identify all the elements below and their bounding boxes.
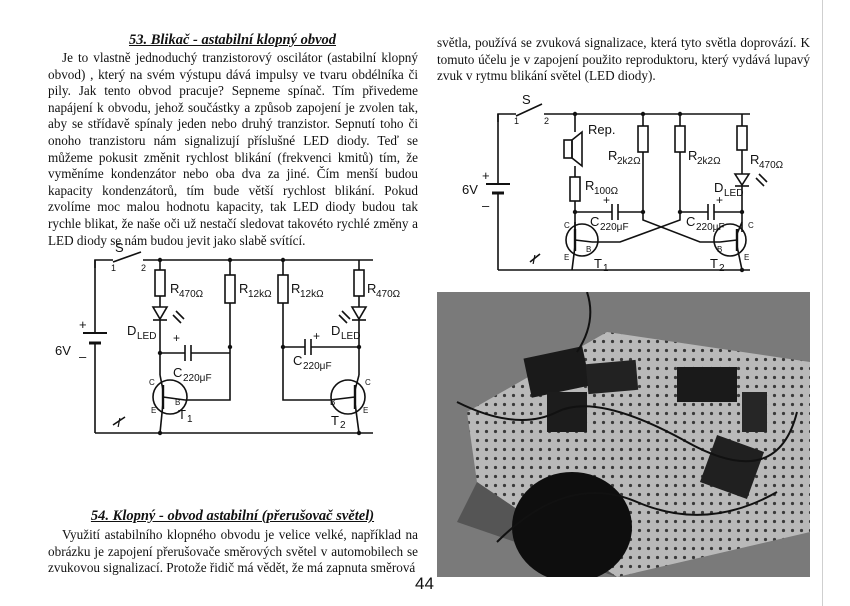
c2-label: C [293,353,302,368]
r3-label-2: R [688,148,697,163]
c1-label: C [173,365,182,380]
battery-voltage: 6V [55,343,71,358]
t1-pin-e-2: E [564,253,569,262]
r2-value-2: 2k2Ω [617,156,641,167]
turn-signal-circuit-diagram: S 1 2 Rep. R 100Ω R 2k2Ω R 2k2Ω R 470Ω D… [462,92,784,274]
c2-plus-2: + [716,193,723,207]
led2-label: D [331,323,340,338]
r3-value: 12kΩ [300,289,324,300]
t1-pin-b-2: B [586,245,591,254]
r1-label: R [170,281,179,296]
t1-label: T [178,407,186,422]
speaker-label: Rep. [588,122,615,137]
t1-label-2: T [594,256,602,271]
c2-value-2: 220μF [696,222,725,233]
c2-plus: + [313,329,320,343]
t2-label-2: T [710,256,718,271]
c1-label-2: C [590,214,599,229]
led-type-2: LED [724,188,743,199]
switch-lever [112,251,142,263]
r4-label: R [367,281,376,296]
r3-value-2: 2k2Ω [697,156,721,167]
section-53-title: 53. Blikač - astabilní klopný obvod [128,32,337,48]
t2-pin-c: C [365,378,371,387]
led2-type: LED [341,331,360,342]
t2-pin-b: B [330,398,335,407]
switch-pin1: 1 [111,263,116,273]
t1-index: 1 [187,414,193,425]
page-number: 44 [415,574,434,593]
battery-plus: + [79,317,87,332]
switch-label: S [115,240,124,255]
led-label-2: D [714,180,723,195]
blinker-circuit-diagram: S 1 2 R 470Ω R 12kΩ R 12kΩ R 470Ω D LED … [55,240,400,436]
c1-plus-2: + [603,193,610,207]
r2-label: R [239,281,248,296]
r4-value: 470Ω [376,289,400,300]
t1-pin-e: E [151,406,156,415]
right-column-body: světla, používá se zvuková signalizace, … [437,35,810,85]
t2-label: T [331,413,339,428]
led1-label: D [127,323,136,338]
page-edge-shadow [822,0,823,606]
switch2-pin2: 2 [544,116,549,126]
switch2-pin1: 1 [514,116,519,126]
r4-label-2: R [750,152,759,167]
r-speaker-label: R [585,178,594,193]
t1-pin-c-2: C [564,221,570,230]
r3-label: R [291,281,300,296]
r4-value-2: 470Ω [759,160,784,171]
c2-label-2: C [686,214,695,229]
t2-pin-b-2: B [717,245,722,254]
c1-value: 220μF [183,373,212,384]
t2-pin-e: E [363,406,368,415]
current-label: I [117,415,121,430]
battery-plus-2: + [482,168,490,183]
right-column-paragraph: světla, používá se zvuková signalizace, … [437,35,810,84]
c2-value: 220μF [303,361,332,372]
battery-minus-2: – [482,198,490,213]
t2-pin-e-2: E [744,253,749,262]
battery-voltage-2: 6V [462,182,478,197]
section-54-paragraph: Využití astabilního klopného obvodu je v… [48,527,418,576]
r2-value: 12kΩ [248,289,272,300]
r2-label-2: R [608,148,617,163]
led1-type: LED [137,331,156,342]
battery-minus: – [79,349,87,364]
kit-assembly-photo [437,292,810,577]
t1-pin-c: C [149,378,155,387]
switch-pin2: 2 [141,263,146,273]
t2-index-2: 2 [719,263,725,274]
section-53-body: Je to vlastně jednoduchý tranzistorový o… [48,50,418,249]
t2-index: 2 [340,420,346,431]
section-54-body: Využití astabilního klopného obvodu je v… [48,527,418,577]
r1-value: 470Ω [179,289,204,300]
r-speaker-value: 100Ω [594,186,619,197]
switch-label-2: S [522,92,531,107]
t1-pin-b: B [175,398,180,407]
c1-value-2: 220μF [600,222,629,233]
current-label-2: I [532,252,536,267]
t2-pin-c-2: C [748,221,754,230]
section-54-title: 54. Klopný - obvod astabilní (přerušovač… [90,508,375,524]
t1-index-2: 1 [603,263,609,274]
section-53-paragraph: Je to vlastně jednoduchý tranzistorový o… [48,50,418,248]
c1-plus: + [173,331,180,345]
